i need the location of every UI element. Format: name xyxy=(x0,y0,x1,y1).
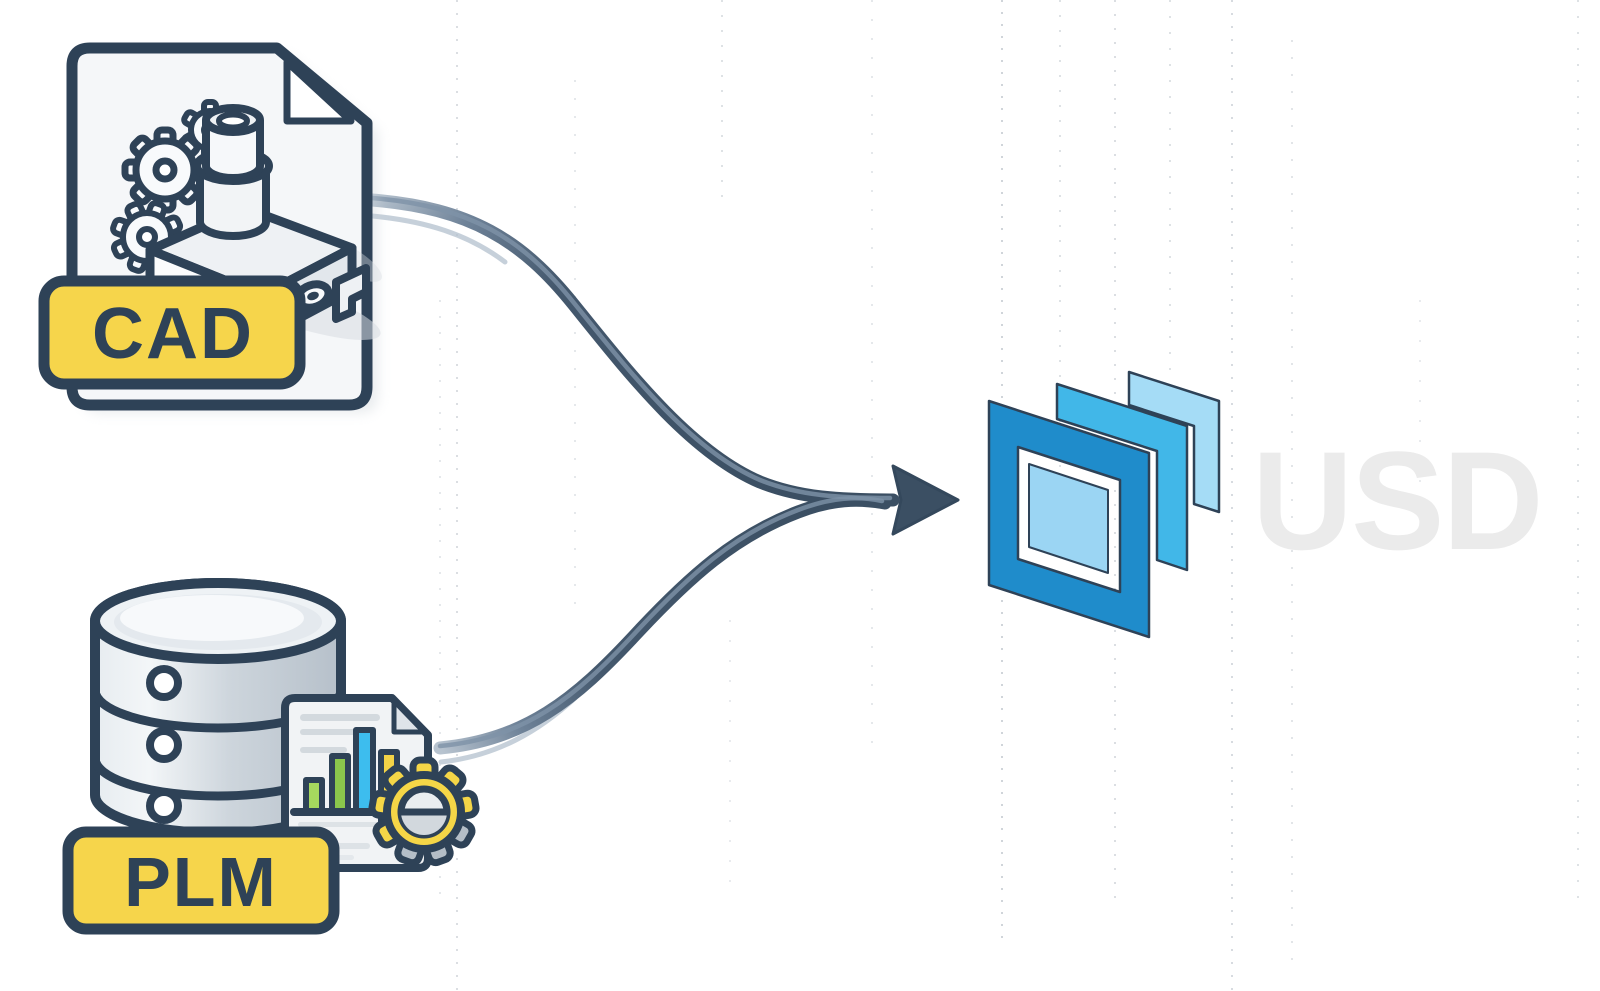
plm-arrow-highlight xyxy=(437,496,885,749)
usd-layer-middle xyxy=(1055,382,1189,572)
cad-badge-background xyxy=(38,275,306,390)
plm-badge-label: PLM xyxy=(124,843,278,921)
database-dot xyxy=(146,665,182,701)
arrow-head-icon xyxy=(891,464,960,536)
cad-badge-label: CAD xyxy=(92,294,254,374)
database-icon xyxy=(90,578,346,838)
cad-arrow-echo xyxy=(369,213,508,265)
usd-layers-logo xyxy=(987,370,1221,639)
cad-badge: CAD xyxy=(38,275,306,390)
plm-to-usd-arrow xyxy=(433,493,892,755)
plm-database-node: PLM xyxy=(62,578,480,935)
gear-icon xyxy=(368,756,480,867)
folded-corner-icon xyxy=(391,698,427,735)
database-dot xyxy=(146,727,182,763)
plm-badge: PLM xyxy=(62,826,340,935)
plm-badge-background xyxy=(62,826,340,935)
cad-file-node: CAD xyxy=(38,42,382,413)
background-artifact-dots xyxy=(439,0,1579,991)
bar xyxy=(329,753,351,815)
usd-layer-front xyxy=(987,399,1151,639)
usd-inner-square xyxy=(1028,463,1109,574)
bar xyxy=(303,777,325,815)
cad-arrow-highlight xyxy=(369,195,893,501)
folded-corner-icon xyxy=(283,58,355,125)
database-dot xyxy=(146,788,182,824)
usd-watermark-label: USD xyxy=(1252,422,1542,579)
merge-arrows xyxy=(365,193,960,765)
cad-to-usd-arrow xyxy=(365,193,900,507)
usd-layer-back xyxy=(1127,370,1221,514)
